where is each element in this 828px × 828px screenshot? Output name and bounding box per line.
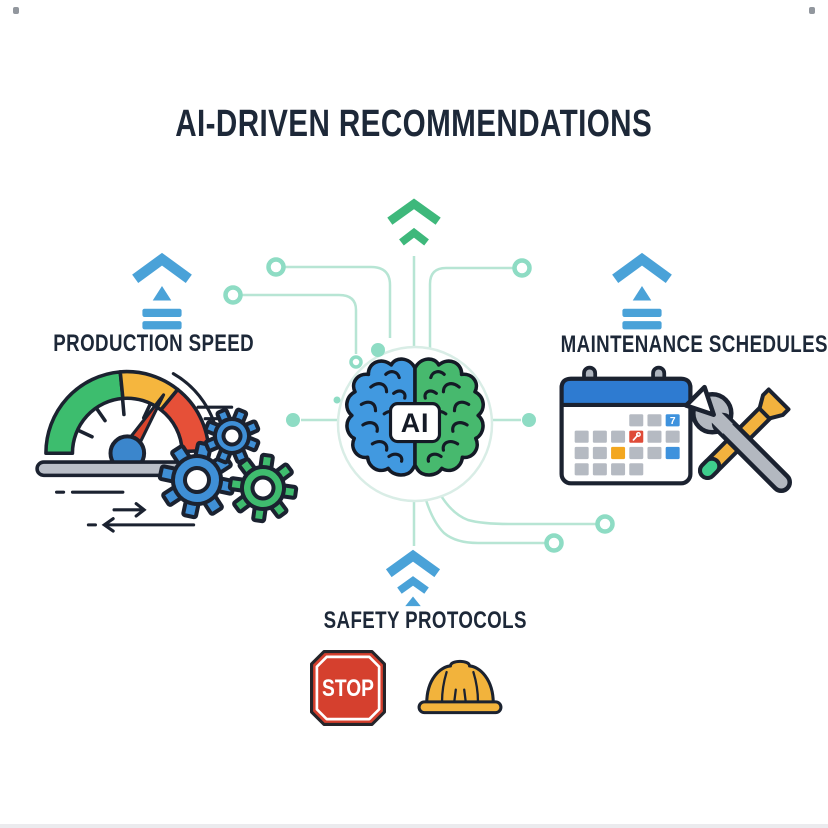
calendar-day-cell [592,446,607,460]
calendar-day-cell [629,414,644,427]
calendar-day-cell [611,446,626,460]
calendar-day-cell [574,446,589,460]
calendar-cells: 7 [574,414,680,476]
node-ring-icon [349,355,363,369]
gear-green [227,452,299,524]
calendar-day-cell [665,430,680,443]
calendar-day-cell [647,414,662,427]
node-ring-icon [595,514,615,534]
calendar-day-cell [665,446,680,460]
node-dot-icon [333,396,341,404]
safety-protocols-label: SAFETY PROTOCOLS [323,607,527,634]
circuit-nodes [223,257,615,553]
production-speed-label: PRODUCTION SPEED [53,330,255,357]
calendar-day-cell [629,463,644,476]
brain-right-hemisphere [413,357,485,477]
node-ring-icon [223,285,243,305]
brain-icon: AI [345,357,485,477]
calendar-day-cell [665,414,680,427]
node-ring-icon [512,258,532,278]
corner-mark [809,7,815,14]
node-ring-icon [544,533,564,553]
gauge-ticks [77,398,152,439]
node-dot-icon [286,413,300,427]
gear-small-blue [203,407,261,465]
up-arrow-safety-icon [385,549,441,607]
up-arrow-maintenance-icon [612,252,672,330]
calendar-day-cell [647,430,662,443]
ai-badge [388,402,442,444]
brain-left-hemisphere [345,357,417,477]
node-dot-icon [371,343,385,357]
calendar-day-cell [592,430,607,443]
calendar-icon: 7 [559,365,693,486]
calendar-alert-mark [635,432,641,437]
calendar-day-cell [574,463,589,476]
up-arrow-green-icon [387,198,441,246]
up-arrow-production-icon [132,252,192,330]
calendar-day-cell [611,463,626,476]
ai-badge-label: AI [401,408,429,438]
node-ring-icon [266,257,286,277]
bottom-edge [0,824,828,828]
calendar-day-cell [611,430,626,443]
circuit-lines [233,256,597,546]
page-title: AI-DRIVEN RECOMMENDATIONS [175,103,653,145]
speedometer-icon [35,369,234,533]
wrench-screwdriver-icon [683,384,792,493]
stop-sign-label: STOP [322,674,374,702]
calendar-day-cell [629,446,644,460]
hard-hat-icon [417,659,503,715]
calendar-highlight-day: 7 [670,416,676,427]
stop-sign-icon: STOP [310,650,386,726]
corner-mark [13,7,19,14]
maintenance-schedules-label: MAINTENANCE SCHEDULES [560,331,828,358]
gears-icon [157,407,299,524]
wrench-icon [683,384,792,493]
calendar-day-cell [574,430,589,443]
calendar-header [559,376,693,408]
node-dot-icon [522,413,536,427]
calendar-day-cell [647,446,662,460]
calendar-day-cell [592,463,607,476]
